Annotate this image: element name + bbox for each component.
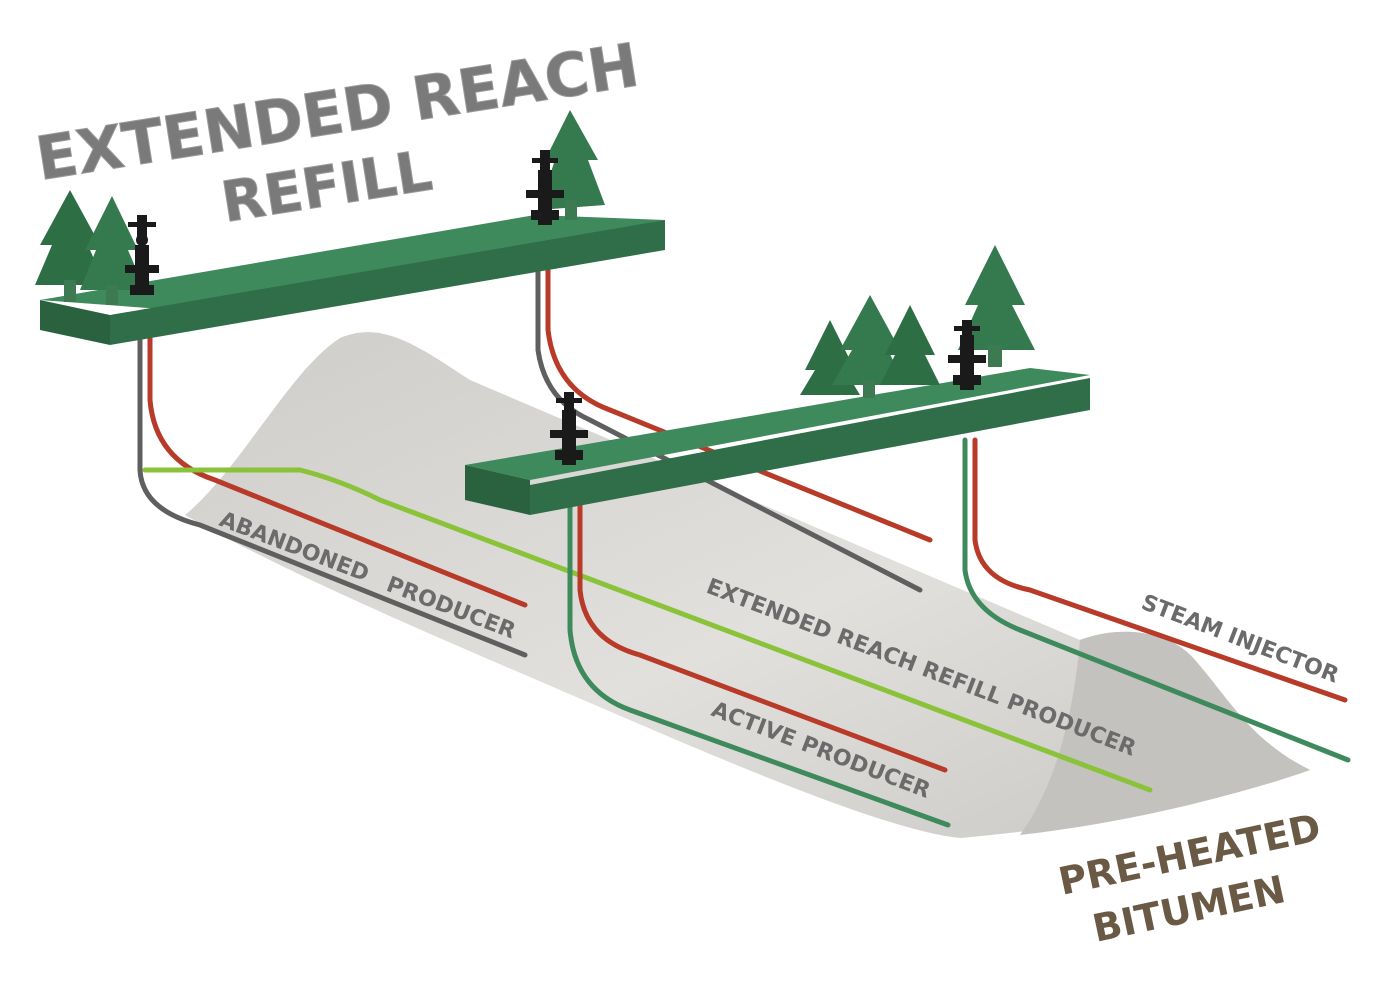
well-steam-injector-left <box>147 332 528 608</box>
well-active-producer-front-b <box>962 437 1351 763</box>
well-pad-back <box>40 215 665 345</box>
wellhead-icon <box>125 215 159 295</box>
wellhead-icon <box>550 392 588 465</box>
tree-cluster-back <box>538 110 605 220</box>
well-steam-injector-front-a <box>577 502 948 773</box>
well-steam-injector-back <box>545 267 933 543</box>
tree-cluster-left <box>35 190 145 305</box>
well-active-producer-front-a <box>567 502 951 828</box>
well-abandoned-producer-left <box>137 332 528 658</box>
well-pad-front <box>465 368 1090 515</box>
bitumen-chamber-end <box>1020 631 1310 835</box>
well-refill-producer <box>142 467 1153 793</box>
tree-cluster-front <box>800 245 1035 398</box>
bitumen-chamber <box>185 332 1310 838</box>
wellhead-icon <box>526 150 564 225</box>
well-steam-injector-front-b <box>972 437 1348 703</box>
well-abandoned-producer-back <box>535 267 923 593</box>
wellhead-icon <box>948 320 986 390</box>
